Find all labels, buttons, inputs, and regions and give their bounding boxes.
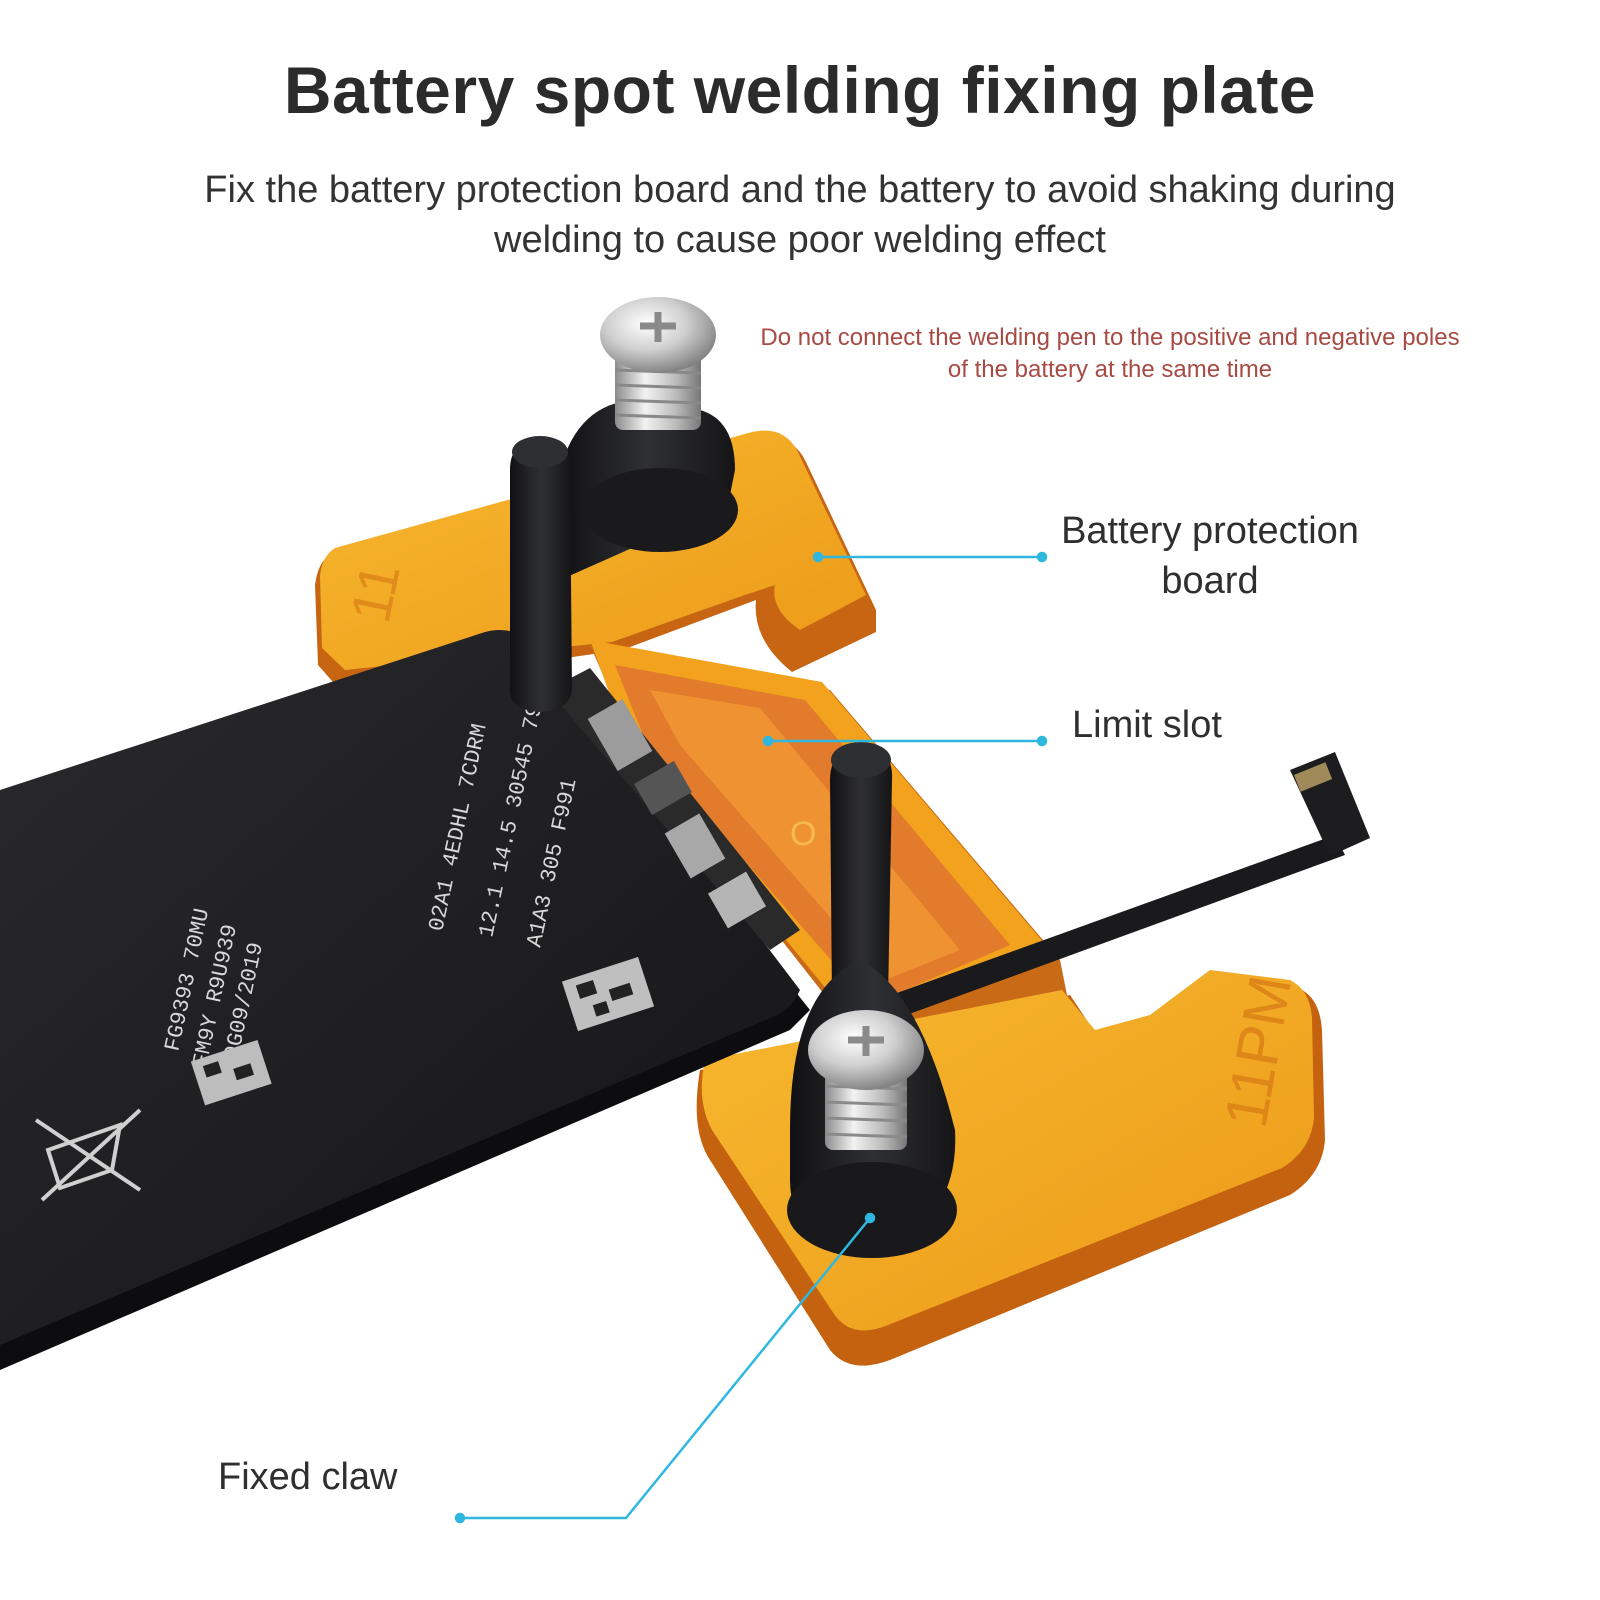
dot-icon [864,1212,876,1224]
protection-board [548,668,800,950]
screw-icon [808,1010,924,1150]
flex-cable [850,752,1370,1032]
dot-icon [1036,551,1048,563]
screw-icon [600,297,716,430]
qr-code-icon [190,1039,272,1106]
dot-icon [812,551,824,563]
callout-lines [454,551,1048,1524]
dot-icon [1036,735,1048,747]
battery: 02A1 4EDHL 7CDRM 12.1 14.5 30545 791-R A… [0,630,810,1370]
qr-code-icon [561,956,655,1032]
dot-icon [762,735,774,747]
crossed-out-bin-icon [34,1108,142,1202]
slot-mark: O [790,815,816,853]
callout-limit-slot: Limit slot [1072,704,1222,746]
callout-fixed-claw: Fixed claw [218,1456,398,1498]
dot-icon [454,1512,466,1524]
bottom-claw [787,742,957,1258]
top-claw [510,297,738,712]
callout-line-claw [460,1217,871,1520]
callout-protection-board: Battery protection board [1061,510,1359,602]
subtitle: Fix the battery protection board and the… [204,169,1396,261]
page-title: Battery spot welding fixing plate [283,53,1317,127]
warning-note: Do not connect the welding pen to the po… [760,324,1460,383]
plate-label-top: 11 [338,558,412,628]
